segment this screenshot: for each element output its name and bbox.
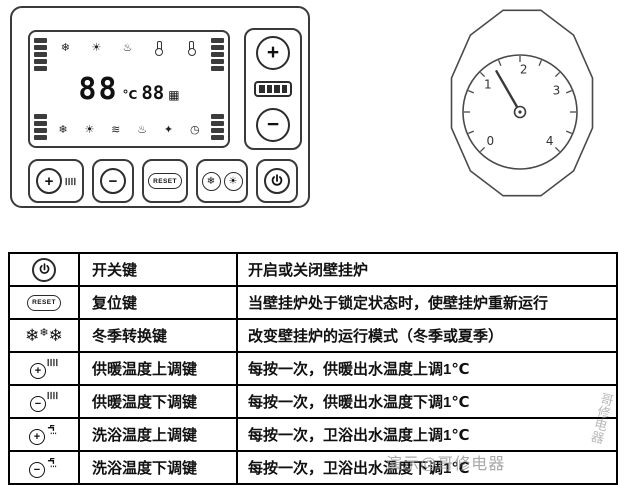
season-mode-button[interactable]: ❄ ☀ [196,159,248,203]
spark-icon: ✦ [163,123,174,136]
flame-icon: ♨ [122,41,133,54]
clock-icon: ◷ [189,123,200,136]
dial-face [462,54,578,170]
lcd-right-bar-indicator [211,38,224,140]
side-plus-button[interactable]: + [256,36,290,70]
table-row: + 洗浴温度上调键 每按一次，卫浴出水温度上调1℃ [8,417,618,452]
dial-label-2: 2 [520,63,528,77]
reset-icon: RESET [27,294,61,311]
lcd-temperature-readout: 88 °C 88 ▦ [50,72,208,107]
radiator-icon [47,391,58,400]
wave-icon: ≋ [111,123,121,136]
lcd-display: ❄ ☀ ♨ 88 °C 88 ▦ ❄ ☀ ≋ ♨ ✦ ◷ [28,30,230,148]
power-icon [32,257,56,282]
radiator-block-icon: ▦ [168,87,180,102]
table-row: − 洗浴温度下调键 每按一次，卫浴出水温度下调1℃ [8,450,618,485]
table-row: − 供暖温度下调键 每按一次，供暖出水温度下调1℃ [8,384,618,419]
flame-icon: ♨ [137,123,148,136]
side-minus-button[interactable]: − [256,108,290,142]
panel-button-row: + − RESET ❄ ☀ [28,158,298,204]
key-name: 洗浴温度下调键 [78,450,238,485]
plus-icon: + [266,41,280,64]
minus-circle-icon: − [100,168,126,194]
key-description: 每按一次，供暖出水温度上调1℃ [236,351,618,386]
dial-label-3: 3 [553,84,561,98]
tap-icon [46,457,59,468]
heating-up-icon: + [30,359,58,379]
key-name: 复位键 [78,285,238,320]
winter-icon: ❄ [201,171,221,191]
dial-label-0: 0 [486,134,494,148]
bath-down-icon: − [29,458,59,478]
lcd-status-icons-bottom: ❄ ☀ ≋ ♨ ✦ ◷ [50,120,208,140]
bath-thermometer-icon [187,40,196,56]
main-temperature-value: 88 [78,71,119,107]
secondary-value: 88 [141,81,165,104]
heating-thermometer-icon [155,40,164,56]
boiler-control-panel: ❄ ☀ ♨ 88 °C 88 ▦ ❄ ☀ ≋ ♨ ✦ ◷ [10,6,310,208]
dial-ticks [464,56,576,153]
tap-icon [46,424,59,435]
key-name: 洗浴温度上调键 [78,417,238,452]
key-name: 供暖温度上调键 [78,351,238,386]
radiator-icon [65,177,76,186]
table-row: RESET 复位键 当壁挂炉处于锁定状态时，使壁挂炉重新运行 [8,285,618,320]
level-indicator [254,81,292,97]
key-name: 开关键 [78,252,238,287]
sun-icon: ☀ [84,123,95,136]
reset-label: RESET [148,173,182,189]
key-function-table: 开关键 开启或关闭壁挂炉 RESET 复位键 当壁挂炉处于锁定状态时，使壁挂炉重… [8,252,618,485]
dial-needle [495,70,522,114]
heating-temp-up-button[interactable]: + [28,159,84,203]
snowflake-icon: ❄ [60,41,70,54]
key-description: 每按一次，供暖出水温度下调1℃ [236,384,618,419]
temperature-knob[interactable]: 0 1 2 3 4 [438,0,610,212]
lcd-status-icons-top: ❄ ☀ ♨ [50,38,208,58]
key-name: 供暖温度下调键 [78,384,238,419]
snowflake-icon: ❄ [58,123,68,136]
table-row: + 供暖温度上调键 每按一次，供暖出水温度上调1℃ [8,351,618,386]
power-icon [264,168,290,194]
knob-outline [450,9,594,197]
side-control-group: + − [244,28,302,150]
summer-icon: ☀ [223,171,243,191]
temperature-unit: °C [122,87,138,102]
dial-label-4: 4 [546,134,554,148]
snowflakes-icon: ❄❄❄ [25,325,63,345]
key-description: 每按一次，卫浴出水温度上调1℃ [236,417,618,452]
radiator-icon [47,358,58,367]
lcd-left-bar-indicator [34,38,47,140]
key-description: 每按一次，卫浴出水温度下调1℃ [236,450,618,485]
sun-icon: ☀ [91,41,102,54]
heating-down-icon: − [30,392,58,412]
dial-label-1: 1 [484,78,492,92]
table-row: ❄❄❄ 冬季转换键 改变壁挂炉的运行模式（冬季或夏季） [8,318,618,353]
reset-button[interactable]: RESET [142,159,188,203]
key-description: 开启或关闭壁挂炉 [236,252,618,287]
key-name: 冬季转换键 [78,318,238,353]
power-button[interactable] [256,159,298,203]
plus-circle-icon: + [36,168,62,194]
table-row: 开关键 开启或关闭壁挂炉 [8,252,618,287]
heating-temp-down-button[interactable]: − [92,159,134,203]
minus-icon: − [266,113,280,136]
bath-up-icon: + [29,425,59,445]
key-description: 当壁挂炉处于锁定状态时，使壁挂炉重新运行 [236,285,618,320]
key-description: 改变壁挂炉的运行模式（冬季或夏季） [236,318,618,353]
